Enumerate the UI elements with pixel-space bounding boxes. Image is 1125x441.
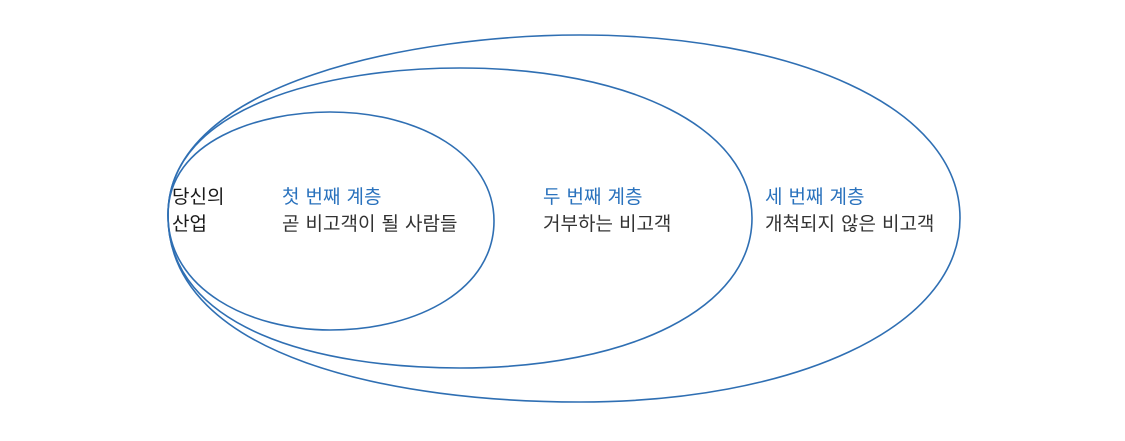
tier-first: 첫 번째 계층 곧 비고객이 될 사람들 xyxy=(282,184,457,238)
ring-second-tier xyxy=(167,67,753,369)
tier-third-title: 세 번째 계층 xyxy=(765,186,865,208)
origin-label-line1: 당신의 xyxy=(172,186,225,208)
tier-second-description: 거부하는 비고객 xyxy=(543,213,672,235)
tier-third: 세 번째 계층 개척되지 않은 비고객 xyxy=(765,184,934,238)
tier-first-description: 곧 비고객이 될 사람들 xyxy=(282,213,458,235)
ring-first-tier xyxy=(167,111,495,331)
tier-third-description: 개척되지 않은 비고객 xyxy=(765,213,935,235)
ring-third-tier xyxy=(167,34,961,403)
tier-second-title: 두 번째 계층 xyxy=(543,186,643,208)
tier-second: 두 번째 계층 거부하는 비고객 xyxy=(543,184,671,238)
tier-first-title: 첫 번째 계층 xyxy=(282,186,382,208)
origin-label: 당신의 산업 xyxy=(172,184,224,238)
origin-label-line2: 산업 xyxy=(172,213,207,235)
